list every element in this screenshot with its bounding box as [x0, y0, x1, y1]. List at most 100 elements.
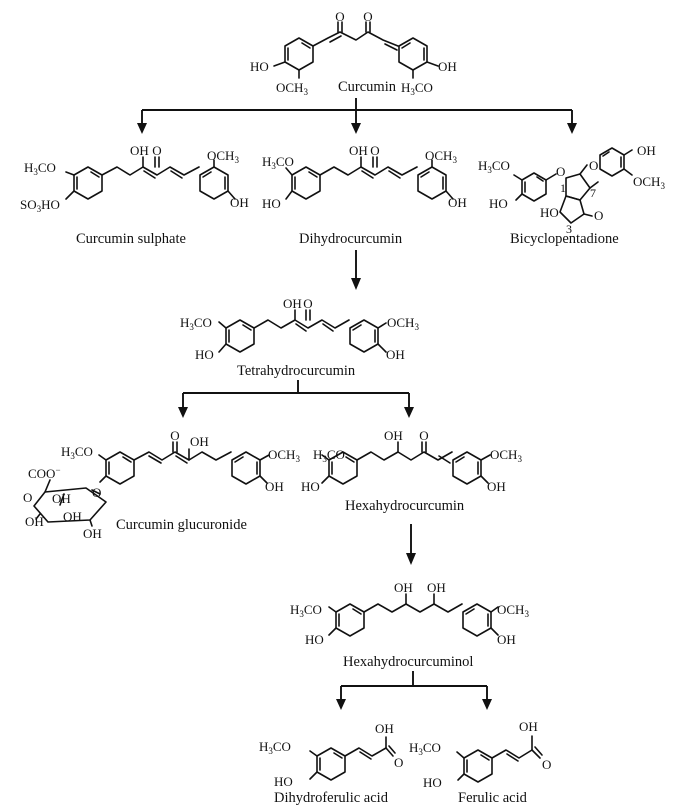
atom-subscript: 3 [410, 87, 415, 97]
atom-labels-tetrahydrocurcumin: OH O H3CO HO OCH3 OH [180, 296, 419, 362]
ring-locant: 1 [560, 181, 566, 195]
atom-label: O [363, 9, 372, 24]
ring-locant: 3 [566, 222, 572, 236]
arrowhead-to-hexahydrocurcuminol [406, 553, 416, 565]
atom-label: CO [423, 740, 441, 755]
label-curcumin-glucuronide: Curcumin glucuronide [116, 517, 247, 533]
atom-label: CO [327, 447, 345, 462]
atom-label: CO [304, 602, 322, 617]
svg-text:SO3HO: SO3HO [20, 197, 60, 214]
svg-text:H3CO: H3CO [259, 739, 291, 756]
arrowhead-to-curcumin-glucuronide [178, 407, 188, 418]
atom-label: H [180, 315, 189, 330]
atom-label: HO [262, 196, 281, 211]
atom-label: O [594, 208, 603, 223]
atom-label: HO [540, 205, 559, 220]
atom-label: OH [283, 296, 302, 311]
arrowhead-to-tetrahydrocurcumin [351, 278, 361, 290]
atom-label: CO [273, 739, 291, 754]
atom-label: H [24, 160, 33, 175]
ring-locant: 7 [590, 186, 596, 200]
atom-label: CO [492, 158, 510, 173]
svg-text:H3CO: H3CO [409, 740, 441, 757]
atom-subscript: 3 [524, 609, 529, 619]
structure-curcumin [273, 21, 439, 79]
atom-labels-bicyclopentadione: H3CO HO O O OH OCH3 HO O 1 7 3 [478, 143, 665, 236]
atom-label: H [61, 444, 70, 459]
label-dihydrocurcumin: Dihydrocurcumin [299, 231, 403, 247]
atom-label: OH [265, 479, 284, 494]
atom-label: HO [274, 774, 293, 789]
atom-labels-curcumin-glucuronide: O OH H3CO O COO− O OH OH OH OH OCH3 OH [23, 428, 300, 541]
arrowhead-to-hexahydrocurcumin [404, 407, 414, 418]
atom-label: OH [427, 580, 446, 595]
atom-label: OH [394, 580, 413, 595]
svg-text:H3CO: H3CO [262, 154, 294, 171]
atom-label: O [556, 164, 565, 179]
atom-label: OH [375, 721, 394, 736]
atom-subscript: 3 [33, 167, 38, 177]
atom-label: OCH [425, 148, 452, 163]
atom-label: HO [423, 775, 442, 790]
atom-label: OCH [497, 602, 524, 617]
svg-text:H3CO: H3CO [61, 444, 93, 461]
structure-hexahydrocurcuminol [328, 593, 499, 637]
svg-text:OCH3: OCH3 [490, 447, 522, 464]
label-curcumin: Curcumin [338, 79, 397, 95]
label-curcumin-sulphate: Curcumin sulphate [76, 231, 186, 247]
atom-label: OH [448, 195, 467, 210]
atom-subscript: 3 [418, 747, 423, 757]
arrowhead-to-ferulic-acid [482, 699, 492, 710]
svg-text:COO−: COO− [28, 465, 61, 481]
pathway-arrows [137, 98, 577, 710]
atom-label: O [419, 428, 428, 443]
atom-label: O [370, 143, 379, 158]
atom-label: COO [28, 466, 55, 481]
structure-ferulic-acid [456, 735, 543, 783]
atom-label: H [478, 158, 487, 173]
atom-label: OH [25, 514, 44, 529]
atom-label: HO [41, 197, 60, 212]
atom-label: OCH [207, 148, 234, 163]
atom-label: H [262, 154, 271, 169]
label-ferulic-acid: Ferulic acid [458, 790, 528, 806]
arrowhead-to-bicyclopentadione [567, 123, 577, 134]
svg-text:OCH3: OCH3 [425, 148, 457, 165]
atom-label: OH [130, 143, 149, 158]
atom-label: O [170, 428, 179, 443]
atom-subscript: 3 [487, 165, 492, 175]
atom-label: OH [230, 195, 249, 210]
svg-text:H3CO: H3CO [290, 602, 322, 619]
atom-label: HO [301, 479, 320, 494]
atom-labels-hexahydrocurcuminol: OH OH H3CO HO OCH3 OH [290, 580, 529, 647]
atom-label: CO [75, 444, 93, 459]
arrowhead-to-dihydrocurcumin [351, 123, 361, 134]
atom-label: O [542, 757, 551, 772]
atom-label: HO [489, 196, 508, 211]
atom-label: OH [349, 143, 368, 158]
structure-dihydrocurcumin [285, 156, 454, 200]
atom-label: OH [438, 59, 457, 74]
atom-label: OH [637, 143, 656, 158]
atom-label: HO [195, 347, 214, 362]
svg-text:OCH3: OCH3 [268, 447, 300, 464]
svg-text:OCH3: OCH3 [387, 315, 419, 332]
svg-text:H3CO: H3CO [313, 447, 345, 464]
atom-label: HO [305, 632, 324, 647]
structure-tetrahydrocurcumin [218, 309, 387, 353]
structure-bicyclopentadione [513, 147, 633, 224]
atom-label: OH [190, 434, 209, 449]
atom-subscript: 3 [517, 454, 522, 464]
atom-labels-dihydroferulic-acid: OH O H3CO HO [259, 721, 403, 789]
label-bicyclopentadione: Bicyclopentadione [510, 231, 619, 247]
atom-subscript: 3 [295, 454, 300, 464]
atom-labels-hexahydrocurcumin: OH O H3CO HO OCH3 OH [301, 428, 522, 494]
atom-subscript: 3 [271, 161, 276, 171]
atom-subscript: 3 [234, 155, 239, 165]
atom-label: O [23, 490, 32, 505]
atom-subscript: 3 [414, 322, 419, 332]
atom-label: OH [83, 526, 102, 541]
atom-label: O [152, 143, 161, 158]
atom-subscript: 3 [322, 454, 327, 464]
